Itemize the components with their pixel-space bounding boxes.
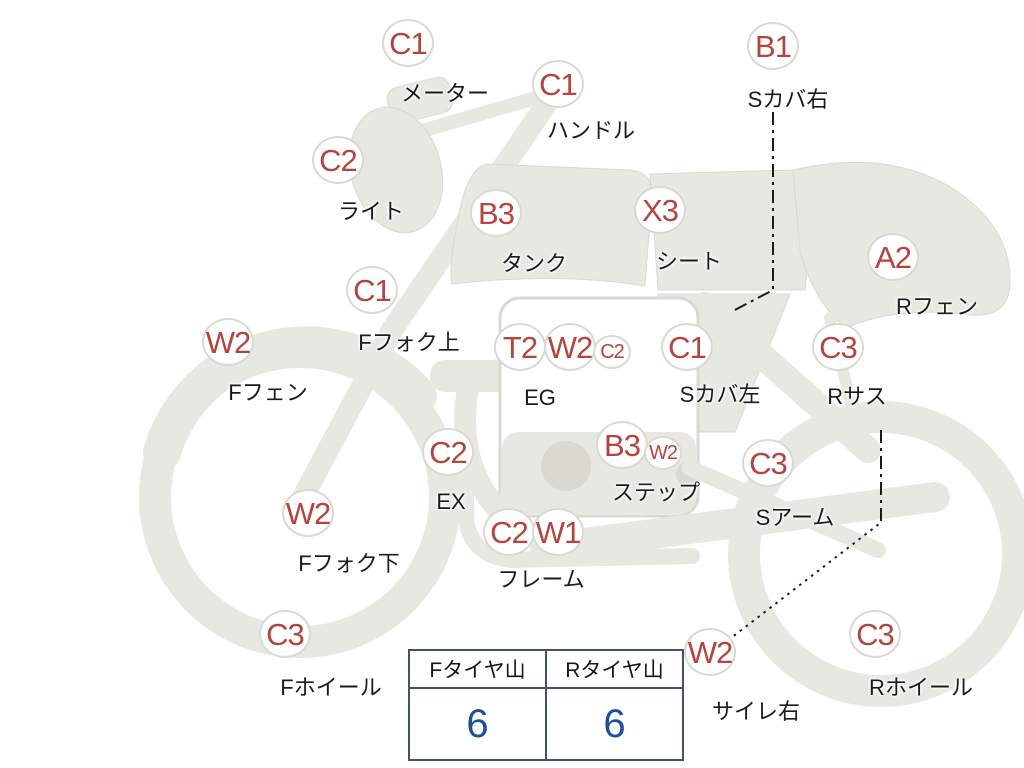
- grade-badge-handlebar: C1: [532, 60, 584, 108]
- grade-badge-rear-wheel: C3: [849, 610, 901, 658]
- part-label-engine: EG: [524, 385, 556, 410]
- grade-badge-step: B3: [596, 421, 648, 469]
- grade-badge-frame: W1: [532, 508, 584, 556]
- part-label-exhaust: EX: [436, 489, 466, 514]
- muffler-shape: [530, 482, 950, 563]
- part-label-rear-wheel: Rホイール: [869, 675, 973, 700]
- grade-badge-meter: C1: [382, 19, 434, 67]
- grade-badge-silencer-right: W2: [684, 628, 736, 676]
- part-label-rear-suspension: Rサス: [827, 384, 887, 409]
- leader-lines: [721, 112, 882, 646]
- part-label-side-cover-left: Sカバ左: [679, 382, 761, 407]
- part-label-front-wheel: Fホイール: [280, 675, 382, 700]
- part-label-meter: メーター: [400, 81, 490, 106]
- grade-badge-step-2: W2: [644, 436, 682, 470]
- part-label-front-fender: Fフェン: [228, 380, 308, 405]
- tire-tread-front-value: 6: [408, 687, 547, 761]
- grade-badge-front-wheel: C3: [259, 610, 311, 658]
- part-label-tank: タンク: [500, 251, 568, 276]
- part-label-rear-fender: Rフェン: [896, 294, 978, 319]
- swingarm-shape: [682, 460, 886, 558]
- grade-badge-engine: T2: [494, 323, 546, 371]
- part-label-front-fork-lower: Fフォク下: [298, 551, 400, 576]
- rear-wheel-shape: [728, 401, 1024, 707]
- grade-badge-rear-fender: A2: [867, 233, 919, 281]
- grade-badge-side-cover-left: C1: [661, 323, 713, 371]
- part-label-swing-arm: Sアーム: [755, 505, 835, 530]
- grade-badge-front-fork-lower: W2: [282, 489, 334, 537]
- rear-frame-shape: [692, 292, 881, 463]
- grade-badge-seat: X3: [634, 186, 686, 234]
- grade-badge-front-fork-upper: C1: [346, 266, 398, 314]
- part-label-light: ライト: [337, 199, 405, 224]
- tire-tread-table: Fタイヤ山 Rタイヤ山 6 6: [408, 649, 684, 761]
- crank-cover-shape: [541, 441, 591, 491]
- grade-badge-light: C2: [312, 136, 364, 184]
- tire-tread-rear-value: 6: [545, 687, 684, 761]
- leader-line-silencer-right: [721, 523, 880, 646]
- part-label-step: ステップ: [611, 480, 701, 505]
- part-label-seat: シート: [655, 249, 723, 274]
- grade-badge-frame-2: C2: [483, 508, 535, 556]
- bottom-frame-shape: [458, 384, 700, 569]
- part-label-frame: フレーム: [497, 567, 585, 592]
- grade-badge-side-cover-right: B1: [747, 22, 799, 70]
- part-label-front-fork-upper: Fフォク上: [358, 330, 460, 355]
- grade-badge-tank: B3: [470, 189, 522, 237]
- handlebar-shape: [418, 85, 563, 137]
- headlight-shape: [348, 106, 444, 234]
- grade-badge-rear-suspension: C3: [812, 323, 864, 371]
- grade-badge-front-fender: W2: [202, 318, 254, 366]
- leader-line-side-cover-right: [730, 112, 774, 313]
- part-label-side-cover-right: Sカバ右: [747, 87, 829, 112]
- part-label-handlebar: ハンドル: [546, 118, 636, 143]
- tire-table-header-rear: Rタイヤ山: [545, 649, 684, 689]
- grade-badge-engine-3: C2: [593, 335, 631, 369]
- grade-badge-engine-2: W2: [544, 323, 596, 371]
- part-label-silencer-right: サイレ右: [711, 699, 801, 724]
- grade-badge-exhaust: C2: [422, 428, 474, 476]
- tire-table-header-front: Fタイヤ山: [408, 649, 547, 689]
- grade-badge-swing-arm: C3: [742, 439, 794, 487]
